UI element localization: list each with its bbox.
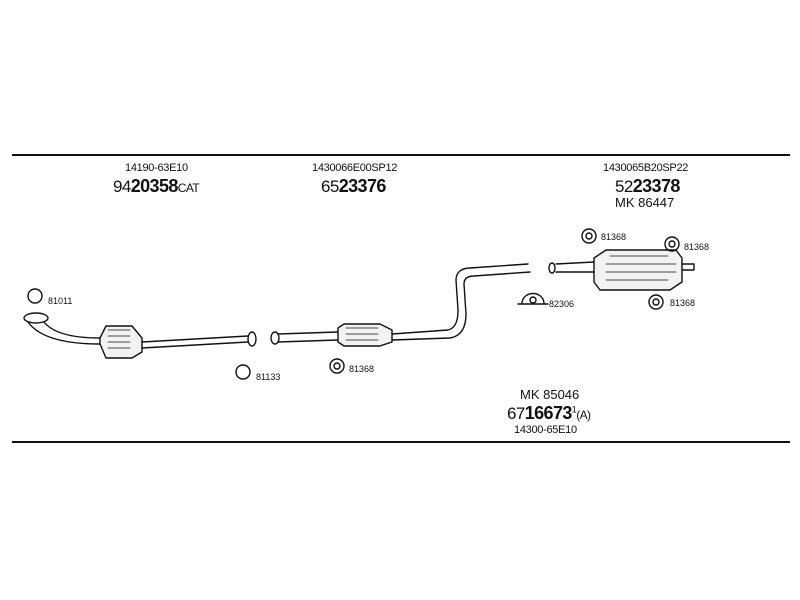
kit-part-number: 67166731(A) (507, 403, 591, 424)
hanger-mid-label: 81368 (349, 364, 375, 374)
rear-ref: 1430065B20SP22 (603, 162, 689, 174)
hanger-rear-c-icon (648, 294, 664, 310)
kit-pn-bold: 16673 (524, 403, 573, 423)
kit-pn-sup: 1 (571, 404, 577, 415)
gasket-front-label: 81011 (48, 296, 73, 306)
front-pn-prefix: 94 (113, 177, 131, 196)
bottom-divider (12, 441, 790, 443)
middle-pipe (270, 263, 531, 347)
front-part-number: 9420358CAT (113, 176, 200, 197)
hanger-rear-a-label: 81368 (601, 232, 627, 242)
hanger-rear-b-icon (664, 236, 680, 252)
rear-pn-bold: 23378 (632, 176, 681, 196)
front-ref: 14190-63E10 (125, 162, 188, 174)
front-pn-suffix: CAT (177, 181, 200, 195)
kit-ref: 14300-65E10 (514, 424, 577, 436)
rear-part-number: 5223378 (615, 176, 680, 197)
front-pipe (23, 312, 101, 345)
kit-pn-suffix: (A) (576, 408, 591, 422)
rear-pn-prefix: 52 (615, 177, 633, 196)
top-divider (12, 154, 790, 156)
gasket-mid-label: 81133 (256, 372, 281, 382)
middle-pn-bold: 23376 (338, 176, 387, 196)
gasket-front-icon (27, 288, 43, 304)
kit-pn-prefix: 67 (507, 404, 525, 423)
hanger-rear-b-label: 81368 (684, 242, 710, 252)
gasket-mid-icon (235, 364, 251, 380)
middle-ref: 1430066E00SP12 (312, 162, 398, 174)
rear-mk: MK 86447 (615, 195, 675, 210)
hanger-rear-a-icon (581, 228, 597, 244)
hanger-rear-c-label: 81368 (670, 298, 696, 308)
rear-muffler (548, 249, 695, 291)
catalytic-converter (99, 325, 257, 359)
clamp-icon (517, 292, 549, 305)
kit-mk: MK 85046 (520, 387, 580, 402)
clamp-label: 82306 (549, 299, 575, 309)
middle-part-number: 6523376 (321, 176, 386, 197)
middle-pn-prefix: 65 (321, 177, 339, 196)
front-pn-bold: 20358 (130, 176, 179, 196)
hanger-mid-icon (329, 358, 345, 374)
